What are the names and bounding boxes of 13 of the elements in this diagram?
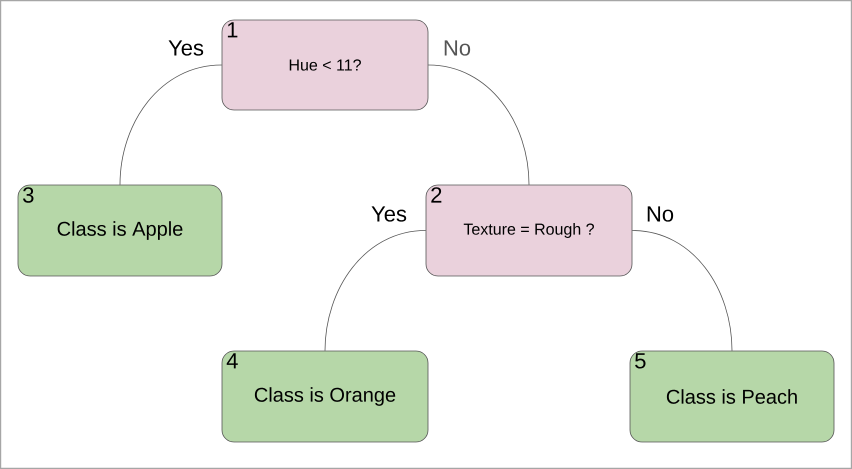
edge-label: No [644, 205, 676, 223]
node-number: 2 [431, 187, 442, 203]
node-number: 5 [635, 353, 646, 369]
connector-line [428, 64, 530, 185]
connector-line [632, 230, 732, 351]
edge-label: Yes [370, 205, 408, 223]
connector-line [120, 64, 222, 185]
edge-label: Yes [167, 39, 205, 57]
node-number: 4 [226, 353, 238, 368]
edge-label: No [442, 39, 472, 57]
connector-line [324, 230, 426, 351]
node-number: 3 [23, 187, 34, 203]
node-number: 1 [228, 22, 238, 38]
